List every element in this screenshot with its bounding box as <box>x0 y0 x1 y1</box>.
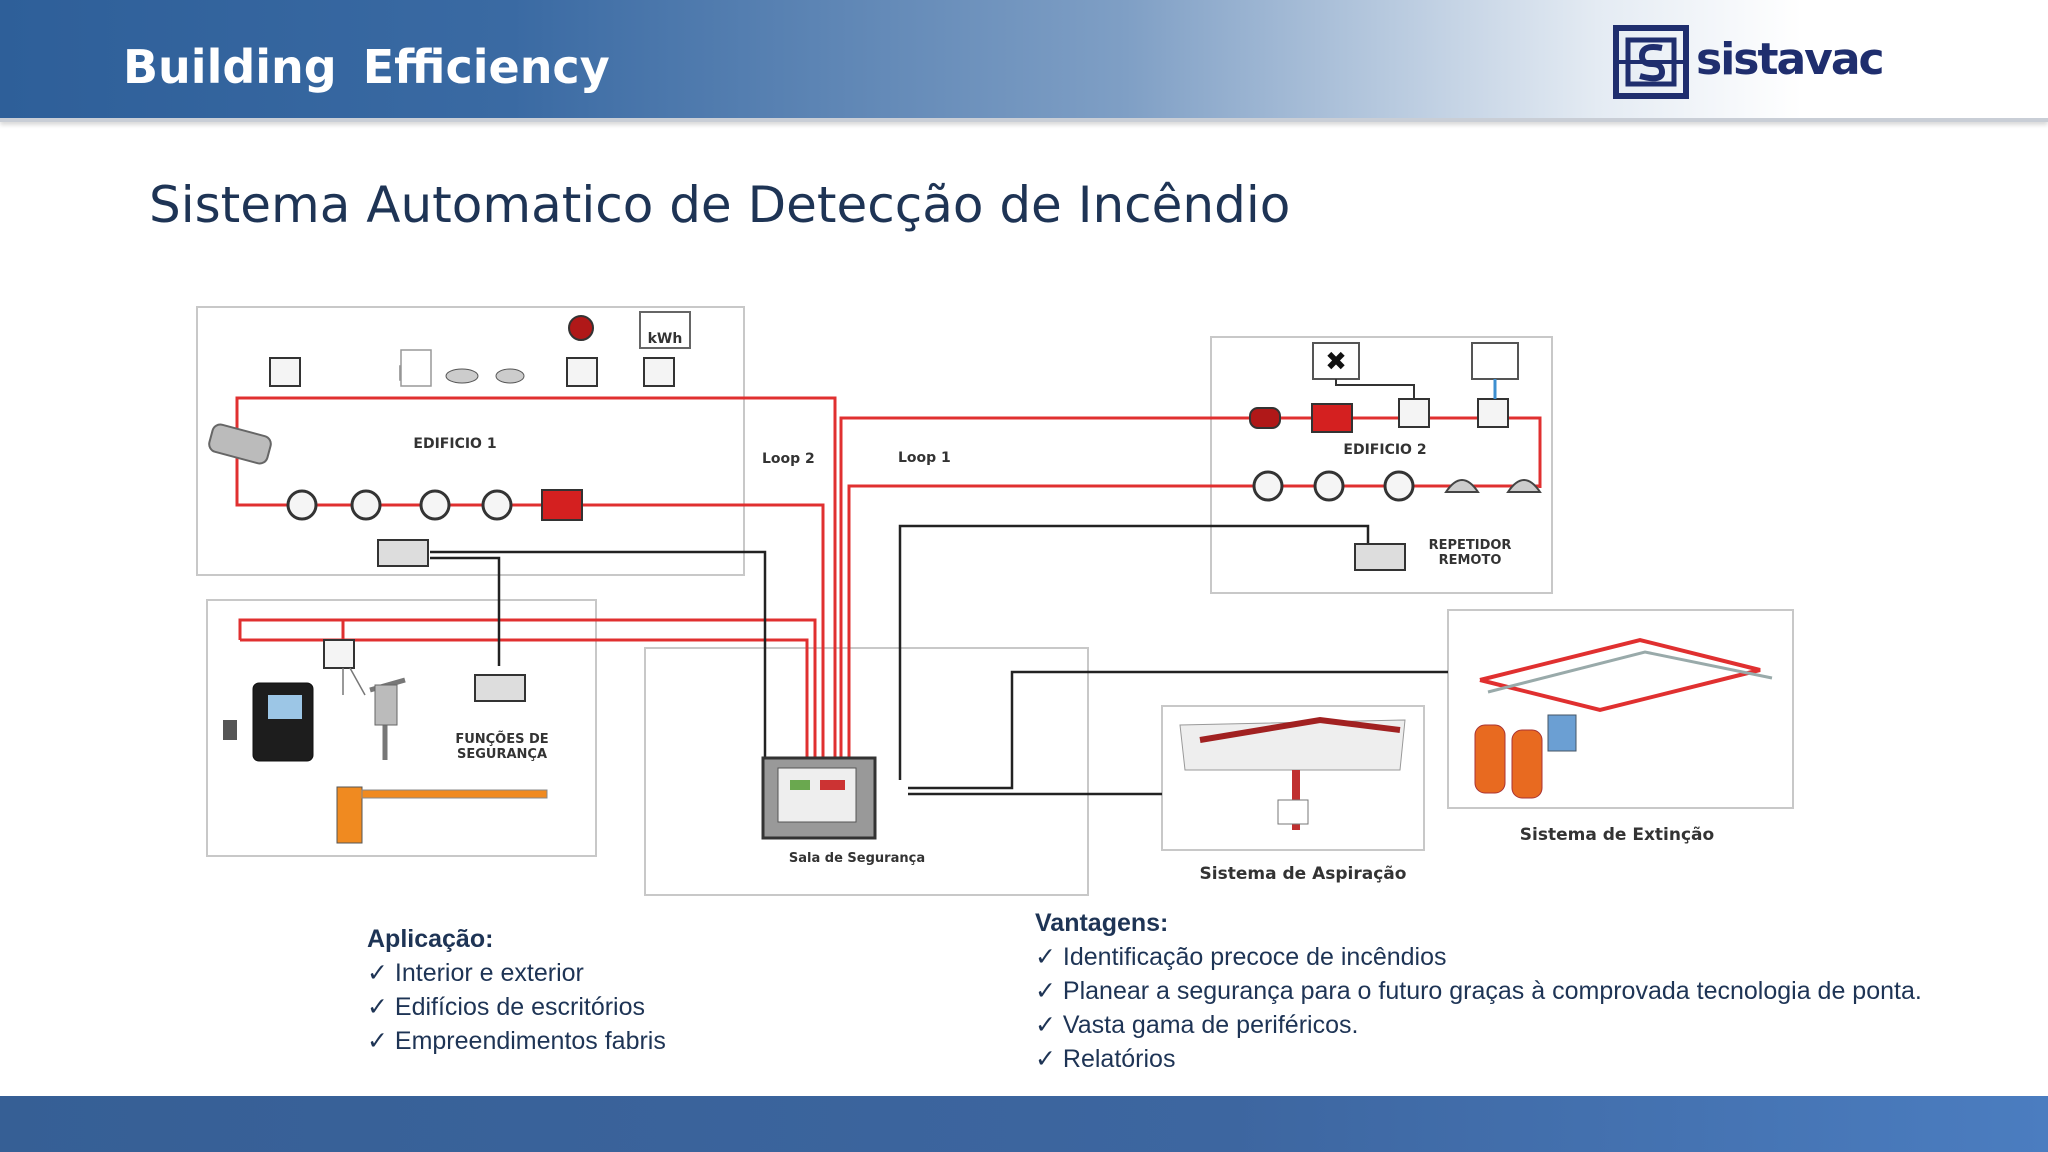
kwh-meter-icon <box>639 311 691 349</box>
repeater-label-line1: REPETIDOR <box>1429 538 1512 553</box>
svg-text:✖: ✖ <box>1325 346 1347 376</box>
signal-lines <box>430 524 1448 796</box>
door-panel-icon <box>400 349 432 387</box>
vantagens-item: Planear a segurança para o futuro graças… <box>1035 974 1922 1008</box>
logo-icon <box>1613 25 1689 99</box>
access-terminal-icon <box>252 682 314 762</box>
module-icons <box>269 357 1509 669</box>
sistavac-logo: sistavac <box>1612 24 1885 100</box>
slide-title: Sistema Automatico de Detecção de Incênd… <box>149 176 1291 234</box>
repeater-panel-icon <box>377 539 429 567</box>
aplicacao-heading: Aplicação: <box>367 925 494 953</box>
loop1-line <box>839 416 1542 768</box>
valve-icon <box>1471 342 1519 380</box>
aplicacao-list: Aplicação: Interior e exterior Edifícios… <box>367 922 666 1058</box>
footer-bar <box>0 1096 2048 1152</box>
logo-wordmark: sistavac <box>1696 34 1885 85</box>
security-label-line1: FUNÇÕES DE <box>455 731 548 747</box>
aspiration-label: Sistema de Aspiração <box>1200 864 1407 884</box>
building1-label: EDIFICIO 1 <box>413 436 496 452</box>
building1-box <box>196 306 745 576</box>
loop2-label: Loop 2 <box>762 451 815 467</box>
vantagens-item: Relatórios <box>1035 1042 1922 1076</box>
aplicacao-item: Edifícios de escritórios <box>367 990 666 1024</box>
loop1-label: Loop 1 <box>898 450 951 466</box>
smoke-detector-icons <box>286 489 513 521</box>
fire-detection-diagram: kWh ✖ <box>196 306 1794 896</box>
aplicacao-item: Empreendimentos fabris <box>367 1024 666 1058</box>
siren-icon <box>568 315 594 341</box>
fan-icon <box>1312 342 1360 380</box>
kwh-label: kWh <box>648 331 683 347</box>
camera-icon <box>445 368 479 384</box>
security-label-line2: SEGURANÇA <box>457 747 547 762</box>
aplicacao-item: Interior e exterior <box>367 956 666 990</box>
barrier-icon <box>336 786 363 844</box>
building2-label: EDIFICIO 2 <box>1343 442 1426 458</box>
extinction-label: Sistema de Extinção <box>1520 825 1714 845</box>
vantagens-item: Vasta gama de periféricos. <box>1035 1008 1922 1042</box>
vantagens-item: Identificação precoce de incêndios <box>1035 940 1922 974</box>
control-room-label: Sala de Segurança <box>789 851 925 866</box>
manual-call-point-icon <box>541 489 583 521</box>
brand-title: Building Efficiency <box>123 40 610 94</box>
header-bar: Building Efficiency sistavac <box>0 0 2048 122</box>
beam-detector-icon <box>208 423 272 465</box>
vantagens-list: Vantagens: Identificação precoce de incê… <box>1035 906 1922 1076</box>
vantagens-heading: Vantagens: <box>1035 909 1169 937</box>
repeater-label-line2: REMOTO <box>1439 553 1502 568</box>
